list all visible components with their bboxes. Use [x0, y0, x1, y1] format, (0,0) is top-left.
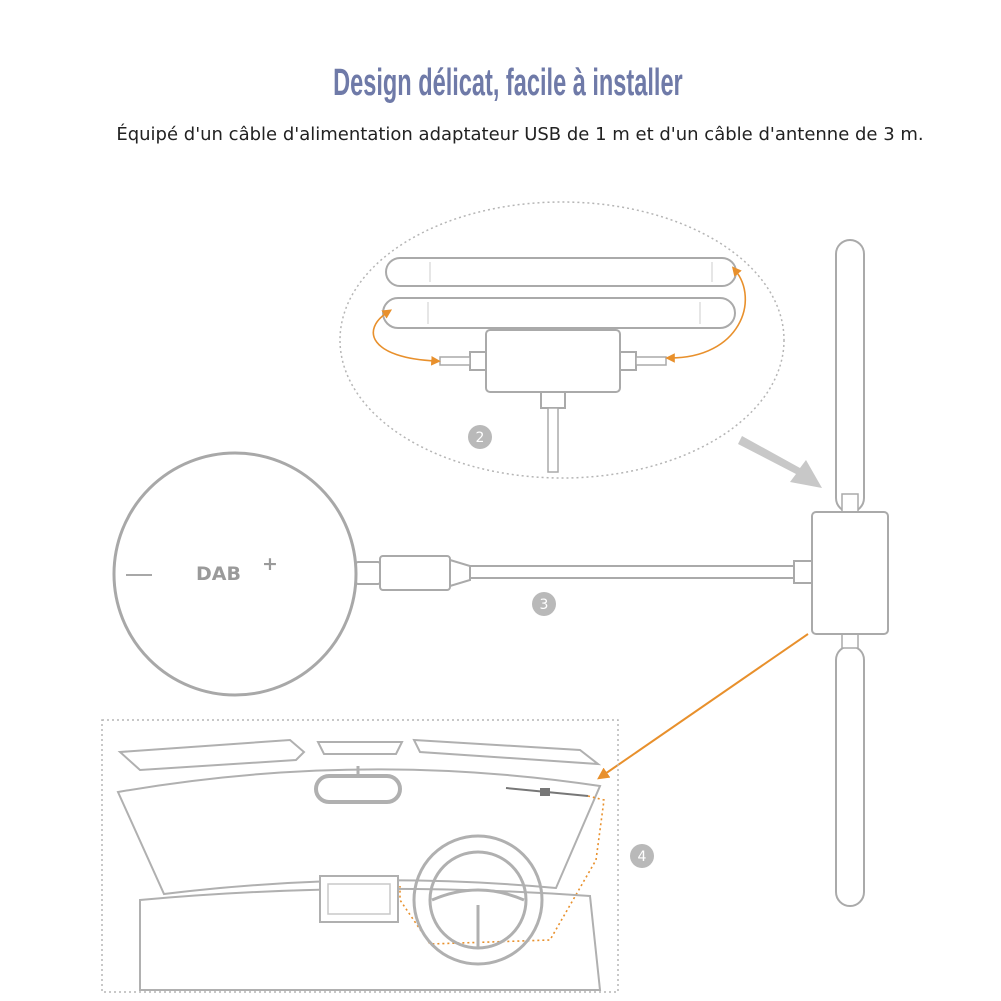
step-badge-3: 3: [532, 592, 556, 616]
disc-logo-plus: +: [262, 553, 278, 575]
dipole-antenna-icon: [811, 239, 889, 907]
detail-connection-arrows: [372, 266, 747, 366]
install-location-arrow: [597, 633, 809, 780]
page-title: Design délicat, facile à installer: [333, 62, 683, 104]
zoom-pointer-arrow: [738, 436, 822, 488]
windshield-dashboard-icon: [101, 719, 619, 993]
disc-logo: DAB: [196, 563, 241, 585]
detail-splitter-box: [439, 329, 667, 473]
step-label-2: 2: [476, 430, 485, 446]
step-label-3: 3: [540, 597, 549, 613]
step-badge-4: 4: [630, 844, 654, 868]
detail-zoom-ellipse: [339, 201, 785, 479]
mounting-disc-icon: DAB +: [112, 451, 358, 697]
steering-wheel-icon: [412, 834, 544, 966]
step-badge-2: 2: [468, 425, 492, 449]
antenna-cable: [355, 555, 813, 591]
detail-antenna-elements: [382, 257, 737, 329]
step-label-4: 4: [638, 849, 647, 865]
page-subtitle: Équipé d'un câble d'alimentation adaptat…: [116, 124, 924, 145]
